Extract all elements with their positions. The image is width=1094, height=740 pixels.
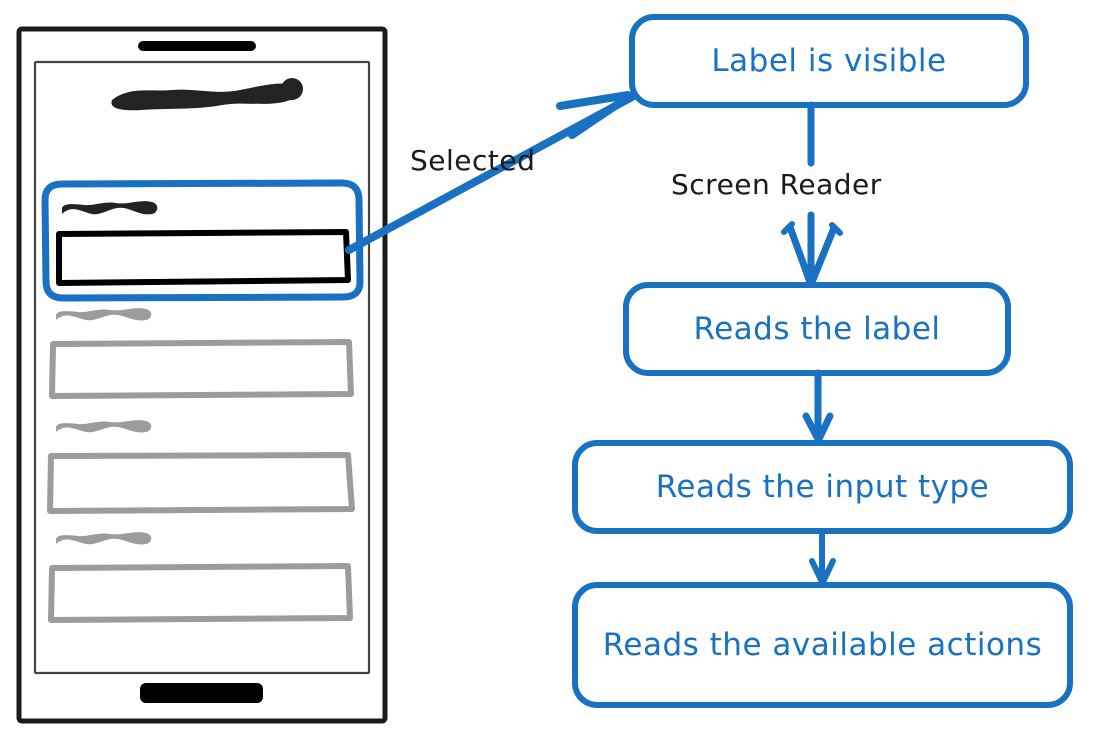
field-2-input[interactable] (49, 339, 354, 399)
field-3-label-scribble (56, 420, 152, 433)
node-reads-available-actions[interactable] (572, 582, 1073, 708)
connector-screenreader-arrowhead-rightcap (829, 222, 843, 236)
selection-highlight-ring (41, 179, 364, 302)
field-1-label-scribble (62, 201, 158, 215)
node-reads-input-type[interactable] (572, 440, 1073, 534)
flow-connectors (345, 91, 843, 585)
edge-label-screen-reader: Screen Reader (671, 168, 882, 201)
field-4-input[interactable] (48, 563, 353, 623)
connector-selected-barb-upper (556, 91, 632, 110)
field-3-input[interactable] (47, 452, 355, 514)
node-reads-label[interactable] (623, 282, 1011, 376)
phone-home-indicator (140, 683, 263, 703)
connector-screenreader-arrowhead-leftcap (781, 221, 795, 235)
field-1-input-selected[interactable] (56, 229, 351, 286)
field-4-label-scribble (56, 532, 152, 545)
form-field-group-3[interactable] (47, 420, 355, 514)
edge-label-selected: Selected (410, 144, 536, 177)
connector-screenreader-arrowhead-left (786, 223, 814, 286)
connector-selected-barb-lower (568, 92, 634, 139)
field-2-label-scribble (56, 308, 152, 321)
phone-mockup (16, 26, 388, 724)
connector-arrow3-barb-right (820, 558, 836, 585)
phone-title-scribble-dot (281, 78, 303, 100)
form-field-group-4[interactable] (48, 532, 353, 623)
flow-nodes (572, 14, 1073, 708)
connector-screenreader-arrowhead-right (808, 224, 838, 286)
connector-arrow3-barb-left (809, 558, 825, 585)
node-label-visible[interactable] (629, 14, 1029, 108)
phone-speaker-bar (138, 41, 256, 51)
phone-title-scribble (111, 83, 299, 111)
connector-arrow2-barb-left (802, 412, 822, 443)
form-field-group-2[interactable] (49, 308, 354, 399)
connector-arrow2-barb-right (815, 412, 834, 443)
form-field-group-selected[interactable] (41, 179, 364, 302)
